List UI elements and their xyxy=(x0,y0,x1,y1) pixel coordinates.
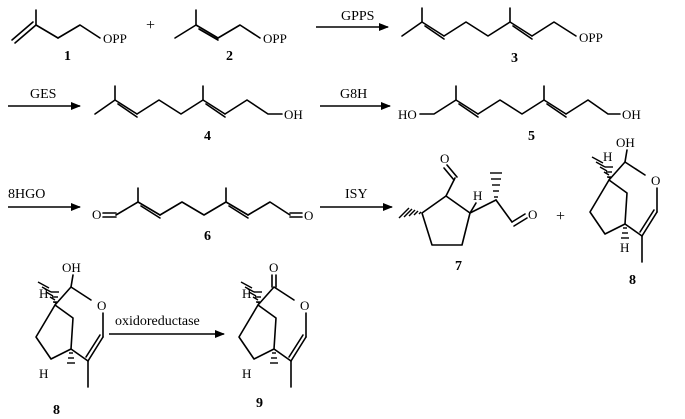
hashed-hydrogen xyxy=(621,227,629,239)
oxygen-label: O xyxy=(440,151,449,166)
compound-number-1: 1 xyxy=(64,49,71,64)
compound-5-structure: HO OH 5 xyxy=(398,85,641,144)
compound-number-8: 8 xyxy=(53,403,60,418)
hydroxyl-label: OH xyxy=(284,107,303,122)
oxygen-label: O xyxy=(651,173,660,188)
hydrogen-label: H xyxy=(603,149,612,164)
compound-4-structure: OH 4 xyxy=(94,85,303,144)
hydrogen-label: H xyxy=(620,240,629,255)
enzyme-oxidoreductase-label: oxidoreductase xyxy=(115,314,200,329)
hydrogen-label: H xyxy=(39,286,48,301)
hydrogen-label: H xyxy=(242,286,251,301)
hashed-hydrogen xyxy=(270,352,278,364)
opp-label: OPP xyxy=(103,31,127,46)
enzyme-gpps-label: GPPS xyxy=(341,9,374,24)
hashed-methyl xyxy=(240,281,260,304)
hydroxyl-label: OH xyxy=(616,135,635,150)
hashed-hydrogen xyxy=(67,352,75,364)
plus-sign: + xyxy=(556,208,565,225)
hydroxyl-label: HO xyxy=(398,107,417,122)
hydrogen-label: H xyxy=(242,366,251,381)
hashed-hydrogen xyxy=(605,166,613,178)
compound-number-7: 7 xyxy=(455,259,462,274)
enzyme-g8h-label: G8H xyxy=(340,87,367,102)
oxygen-label: O xyxy=(304,208,313,223)
hashed-methyl xyxy=(398,207,422,219)
compound-8-structure: O OH H H 8 xyxy=(589,135,660,288)
hashed-methyl xyxy=(490,172,502,198)
compound-number-6: 6 xyxy=(204,229,211,244)
compound-3-structure: OPP 3 xyxy=(401,7,603,66)
compound-9-structure: O O H H 9 xyxy=(238,260,309,411)
hydroxyl-label: OH xyxy=(622,107,641,122)
hydroxyl-label: OH xyxy=(62,260,81,275)
hashed-methyl xyxy=(37,281,57,304)
oxygen-label: O xyxy=(528,207,537,222)
hydrogen-label: H xyxy=(473,188,482,203)
opp-label: OPP xyxy=(579,30,603,45)
enzyme-ges-label: GES xyxy=(30,87,56,102)
hashed-hydrogen xyxy=(254,291,262,303)
compound-number-8: 8 xyxy=(629,273,636,288)
plus-sign: + xyxy=(146,17,155,34)
enzyme-isy-label: ISY xyxy=(345,187,368,202)
oxygen-label: O xyxy=(300,298,309,313)
compound-6-structure: O O 6 xyxy=(92,187,313,244)
compound-2-structure: OPP 2 xyxy=(174,9,287,64)
enzyme-8hgo-label: 8HGO xyxy=(8,187,45,202)
compound-7-structure: O H O 7 xyxy=(398,151,537,274)
compound-number-9: 9 xyxy=(256,396,263,411)
hydrogen-label: H xyxy=(39,366,48,381)
oxygen-label: O xyxy=(92,207,101,222)
compound-number-5: 5 xyxy=(528,129,535,144)
hashed-hydrogen xyxy=(51,291,59,303)
hashed-methyl xyxy=(591,156,611,179)
opp-label: OPP xyxy=(263,31,287,46)
compound-number-3: 3 xyxy=(511,51,518,66)
compound-number-4: 4 xyxy=(204,129,211,144)
oxygen-label: O xyxy=(269,260,278,275)
oxygen-label: O xyxy=(97,298,106,313)
compound-8-structure: O OH H H 8 xyxy=(35,260,106,418)
compound-number-2: 2 xyxy=(226,49,233,64)
compound-1-structure: OPP 1 xyxy=(11,9,127,64)
